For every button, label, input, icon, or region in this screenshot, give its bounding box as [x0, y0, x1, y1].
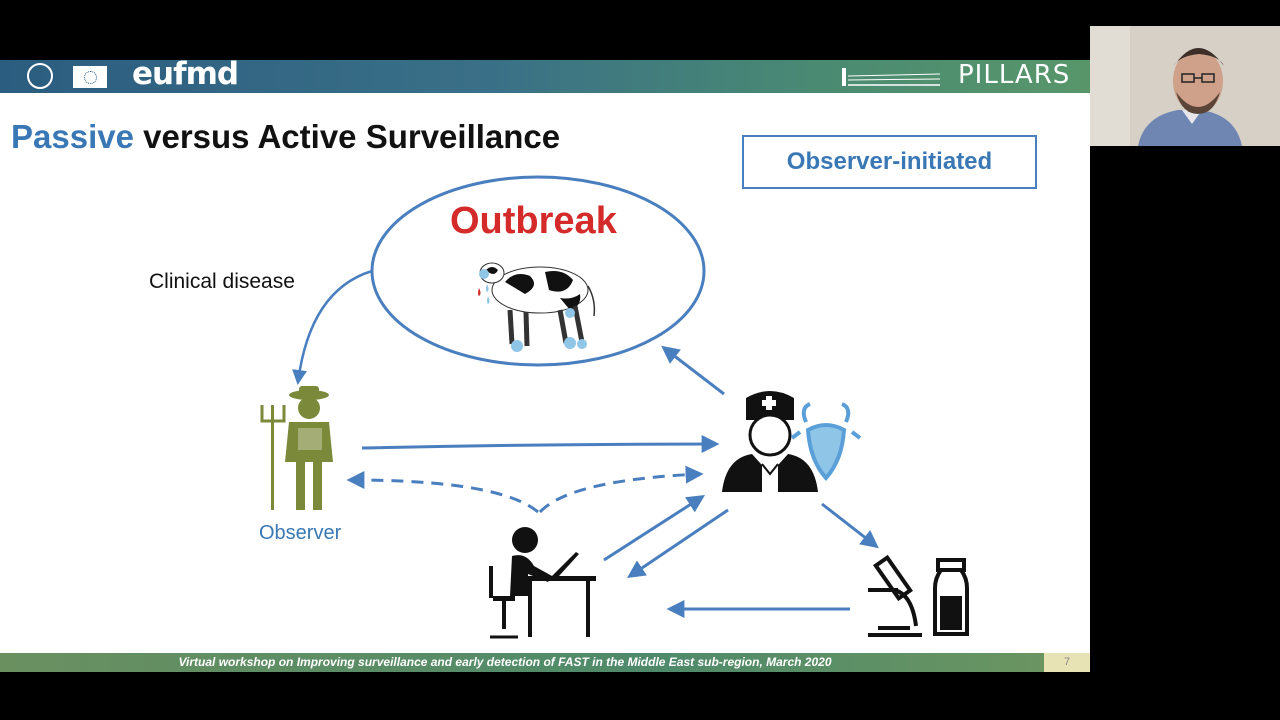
presentation-slide: eufmd PILLARS Passive versus Active Surv…: [0, 60, 1090, 672]
page-number: 7: [1044, 653, 1090, 672]
farmer-icon: [260, 386, 333, 510]
investigation-arrow: [661, 345, 725, 396]
clinical-disease-label: Clinical disease: [149, 270, 295, 293]
slide-header-bar: eufmd PILLARS: [0, 60, 1090, 93]
cow-icon: [478, 262, 596, 352]
sample-bottle-icon: [933, 558, 969, 636]
slide-title: Passive versus Active Surveillance: [11, 118, 560, 156]
report-arrow: [361, 435, 720, 454]
veterinarian-icon: [722, 391, 818, 492]
vet-to-computer-arrow: [627, 508, 729, 579]
mode-box: Observer-initiated: [742, 135, 1037, 189]
speaker-video-thumbnail[interactable]: [1090, 26, 1280, 146]
dashed-arrow-left: [346, 471, 539, 514]
surveillance-diagram: [260, 175, 969, 639]
slide-footer: Virtual workshop on Improving surveillan…: [0, 653, 1090, 672]
outbreak-label: Outbreak: [450, 200, 617, 242]
microscope-icon: [868, 554, 922, 637]
speaker-silhouette-icon: [1090, 26, 1280, 146]
clinical-disease-arrow: [292, 269, 373, 385]
vet-to-lab-arrow: [821, 502, 879, 549]
computer-to-vet-arrow: [603, 495, 706, 562]
eu-flag-icon: [73, 66, 107, 88]
observer-label: Observer: [259, 522, 342, 544]
pillars-logo: PILLARS: [958, 60, 1071, 90]
cattle-head-icon: [790, 402, 862, 482]
title-accent: Passive: [11, 118, 134, 155]
eufmd-logo: eufmd: [132, 60, 239, 92]
dashed-arrow-right: [538, 465, 704, 514]
title-rest: versus Active Surveillance: [133, 118, 561, 155]
pillars-skyline-icon: [842, 68, 941, 86]
computer-user-icon: [489, 527, 596, 639]
fao-logo-icon: [27, 63, 53, 89]
footer-text: Virtual workshop on Improving surveillan…: [178, 655, 832, 669]
